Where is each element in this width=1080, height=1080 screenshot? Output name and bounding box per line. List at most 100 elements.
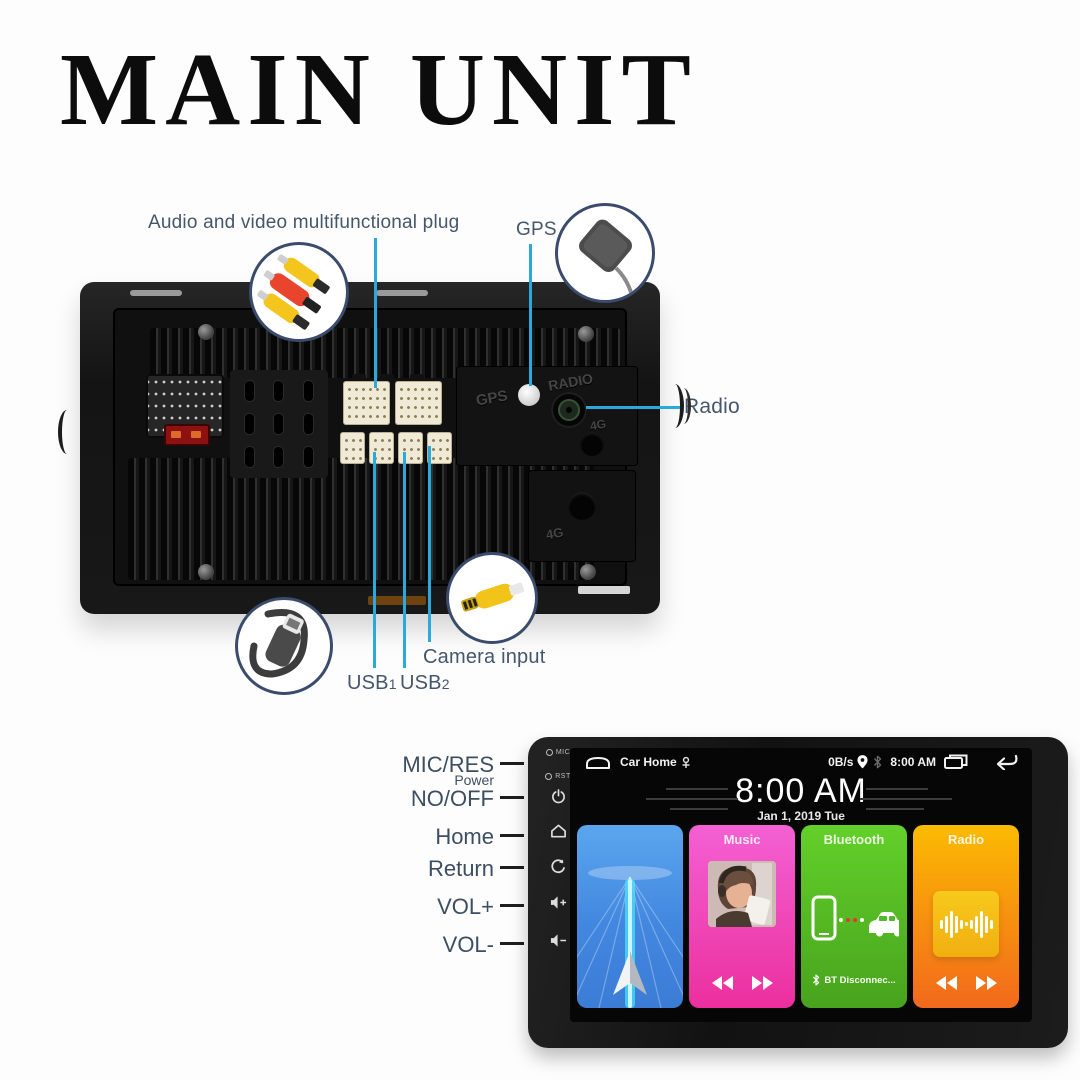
bluetooth-card-title: Bluetooth bbox=[823, 832, 885, 847]
app-cards: Music bbox=[577, 825, 1019, 1008]
rewind-button[interactable] bbox=[935, 976, 958, 990]
deco-line bbox=[860, 798, 952, 800]
pin bbox=[171, 431, 181, 438]
no-off-label: NO/OFF bbox=[410, 786, 494, 811]
home-status-icon[interactable] bbox=[585, 755, 611, 770]
vent-slot bbox=[303, 413, 313, 434]
music-card[interactable]: Music bbox=[689, 825, 795, 1008]
touchscreen[interactable]: Car Home 0B/s 8:00 AM bbox=[570, 748, 1032, 1022]
vent-slot bbox=[245, 381, 255, 402]
status-time: 8:00 AM bbox=[890, 755, 936, 769]
connector-tab bbox=[430, 425, 446, 432]
recent-apps-icon[interactable] bbox=[944, 754, 968, 770]
status-app-name: Car Home bbox=[620, 755, 677, 769]
antenna-hole bbox=[580, 432, 604, 456]
embossed-radio-text: RADIO bbox=[546, 370, 595, 394]
usb-cable-icon bbox=[249, 609, 308, 678]
deco-line bbox=[646, 798, 738, 800]
radio-card[interactable]: Radio bbox=[913, 825, 1019, 1008]
right-bracket-2 bbox=[676, 388, 691, 424]
heatsink-fins-bottom bbox=[128, 458, 594, 580]
embossed-4g-top-text: 4G bbox=[588, 416, 608, 434]
connector-tab bbox=[372, 425, 388, 432]
pointer-dash bbox=[500, 796, 524, 799]
vent-slot bbox=[274, 381, 284, 402]
return-icon bbox=[551, 859, 565, 874]
vent-panel bbox=[230, 370, 328, 478]
music-card-title: Music bbox=[723, 832, 761, 847]
mic-hole-dot bbox=[545, 749, 553, 756]
mic-hole: MIC bbox=[528, 749, 588, 756]
deco-line bbox=[866, 788, 928, 790]
power-button[interactable] bbox=[528, 789, 588, 804]
music-controls bbox=[689, 976, 795, 990]
radio-antenna-port bbox=[551, 392, 587, 428]
rst-hole-dot bbox=[545, 773, 553, 780]
home-label: Home bbox=[435, 824, 494, 849]
camera-input-label: Camera input bbox=[423, 646, 546, 668]
connector-tab bbox=[352, 374, 366, 381]
fourg-hole bbox=[568, 492, 596, 520]
music-album-photo bbox=[708, 861, 776, 927]
usb-cable-inset-photo bbox=[235, 597, 333, 695]
antenna-panel: GPS RADIO 4G bbox=[456, 366, 638, 466]
pointer-dash bbox=[500, 834, 524, 837]
pin bbox=[191, 431, 201, 438]
camera-connector bbox=[398, 432, 423, 464]
radio-equalizer-icon bbox=[933, 891, 999, 957]
navigation-card[interactable] bbox=[577, 825, 683, 1008]
bluetooth-card[interactable]: Bluetooth bbox=[801, 825, 907, 1008]
bt-status-text: BT Disconnec... bbox=[824, 974, 896, 986]
screw bbox=[198, 324, 214, 340]
clock-time: 8:00 AM bbox=[735, 772, 867, 810]
pointer-dash bbox=[500, 904, 524, 907]
home-icon bbox=[550, 824, 566, 838]
usb2-label: USB2 bbox=[400, 672, 450, 694]
return-button[interactable] bbox=[528, 859, 588, 875]
page-title: MAIN UNIT bbox=[60, 32, 698, 147]
volume-up-button[interactable] bbox=[528, 895, 588, 910]
vent-slot bbox=[274, 446, 284, 467]
head-unit-front-photo: MIC RST bbox=[528, 737, 1068, 1048]
volume-down-button[interactable] bbox=[528, 933, 588, 948]
gps-status-icon bbox=[682, 756, 690, 768]
av-plug-label: Audio and video multifunctional plug bbox=[148, 212, 460, 233]
gps-antenna-port bbox=[518, 384, 540, 406]
fast-forward-button[interactable] bbox=[975, 976, 997, 990]
gps-antenna-inset-photo bbox=[555, 203, 655, 303]
av-plug-inset-photo bbox=[249, 242, 349, 342]
av-connector-2 bbox=[395, 381, 442, 425]
rewind-button[interactable] bbox=[711, 976, 734, 990]
pointer-dash bbox=[500, 762, 524, 765]
embossed-4g-bottom-text: 4G bbox=[544, 524, 565, 543]
bluetooth-status-icon bbox=[874, 755, 882, 769]
screw bbox=[580, 564, 596, 580]
callout-line-radio bbox=[586, 406, 680, 409]
fast-forward-button[interactable] bbox=[751, 976, 773, 990]
rst-hole: RST bbox=[528, 773, 588, 780]
radio-port-pin bbox=[566, 407, 572, 413]
usb1-label: USB1 bbox=[347, 672, 397, 694]
bottom-slot-white bbox=[578, 586, 630, 594]
connector-tab bbox=[410, 374, 424, 381]
volume-down-icon bbox=[550, 934, 566, 947]
camera-plug-inset-photo bbox=[446, 552, 538, 644]
callout-line-av-plug bbox=[374, 238, 377, 388]
power-icon bbox=[551, 789, 565, 804]
home-button[interactable] bbox=[528, 823, 588, 839]
left-bracket bbox=[58, 410, 76, 454]
deco-line bbox=[866, 808, 924, 810]
rca-plugs-icon bbox=[257, 254, 330, 330]
status-bar: Car Home 0B/s 8:00 AM bbox=[570, 748, 1032, 776]
power-label: Power bbox=[454, 772, 494, 788]
deco-line bbox=[670, 808, 728, 810]
head-unit-back-photo: GPS RADIO 4G 4G bbox=[80, 282, 660, 614]
av-connector-1 bbox=[343, 381, 390, 425]
volume-up-icon bbox=[550, 896, 566, 909]
vent-slot bbox=[303, 446, 313, 467]
back-arrow-icon[interactable] bbox=[994, 754, 1018, 770]
screw bbox=[198, 564, 214, 580]
radio-card-title: Radio bbox=[947, 832, 985, 847]
mic-res-label: MIC/RES bbox=[402, 752, 494, 777]
